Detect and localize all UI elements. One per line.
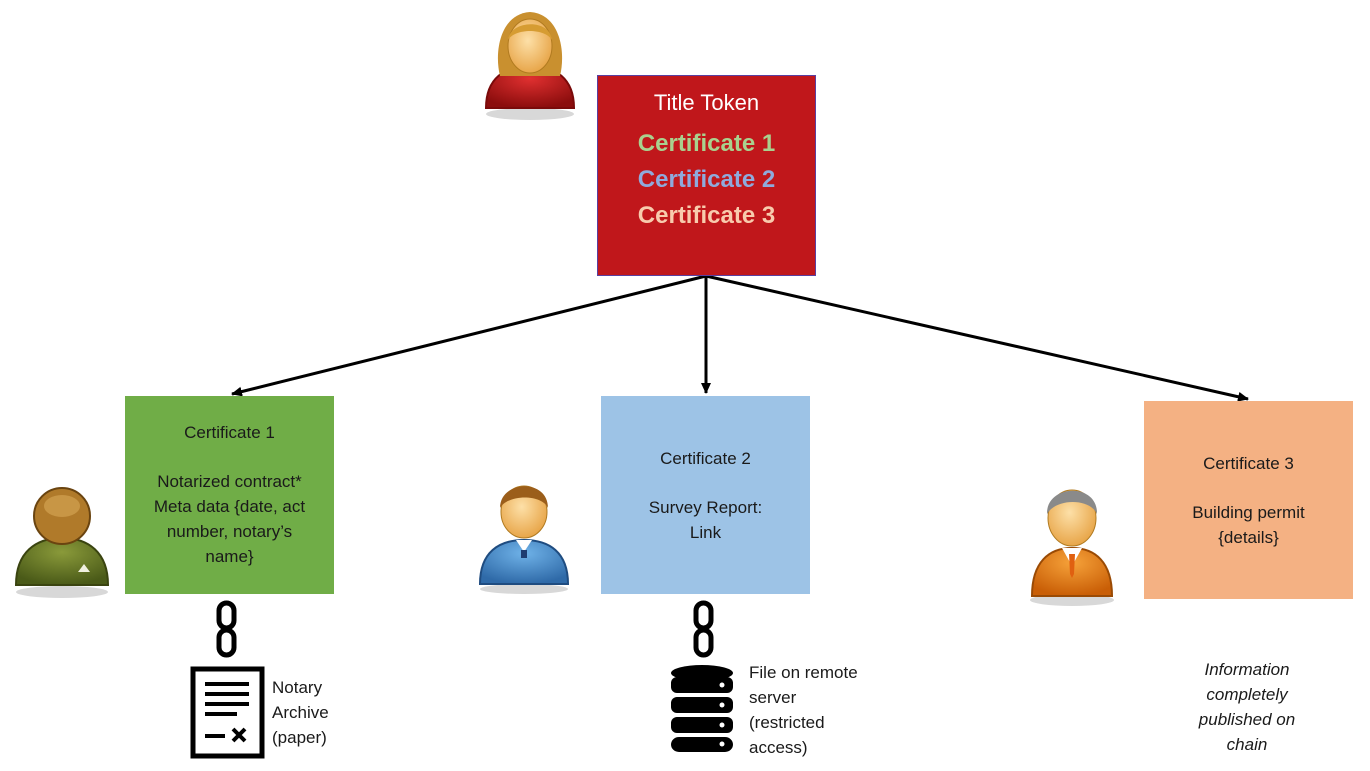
man-avatar-icon	[478, 485, 570, 594]
certificate-2-line: Survey Report:	[648, 498, 763, 517]
businessman-avatar-icon	[1030, 489, 1114, 606]
certificate-1-line: Meta data {date, act	[153, 497, 306, 516]
database-icon	[671, 665, 733, 752]
arrow-to-certificate-3	[705, 274, 1249, 402]
remote-server-note: File on remote server (restricted access…	[749, 663, 858, 757]
document-icon	[190, 666, 265, 759]
title-token-certificate-1: Certificate 1	[637, 130, 776, 157]
certificate-1-line: number, notary’s	[166, 522, 293, 541]
certificate-3-heading: Certificate 3	[1203, 454, 1294, 473]
woman-avatar-icon	[484, 12, 576, 120]
title-token-box: Title Token Certificate 1 Certificate 2 …	[597, 75, 816, 276]
arrow-to-certificate-1	[231, 274, 707, 397]
certificate-3-line: {details}	[1218, 528, 1279, 547]
notary-archive-note: Notary Archive (paper)	[272, 678, 329, 747]
title-token-title: Title Token	[653, 90, 760, 115]
certificate-1-line: Notarized contract*	[157, 472, 302, 491]
certificate-1-box: Certificate 1 Notarized contract* Meta d…	[125, 396, 334, 594]
man-avatar-icon	[14, 487, 110, 598]
certificate-2-box: Certificate 2 Survey Report: Link	[601, 396, 810, 594]
certificate-1-heading: Certificate 1	[184, 423, 275, 442]
certificate-1-line: name}	[205, 547, 254, 566]
on-chain-note: Information completely published on chai…	[1198, 660, 1296, 754]
title-token-certificate-3: Certificate 3	[637, 202, 776, 229]
title-token-certificate-2: Certificate 2	[637, 166, 776, 193]
chain-link-icon	[216, 600, 237, 658]
certificate-2-line: Link	[689, 523, 722, 542]
certificate-3-line: Building permit	[1192, 503, 1305, 522]
certificate-2-heading: Certificate 2	[660, 449, 751, 468]
certificate-3-box: Certificate 3 Building permit {details}	[1144, 401, 1353, 599]
chain-link-icon	[693, 600, 714, 658]
